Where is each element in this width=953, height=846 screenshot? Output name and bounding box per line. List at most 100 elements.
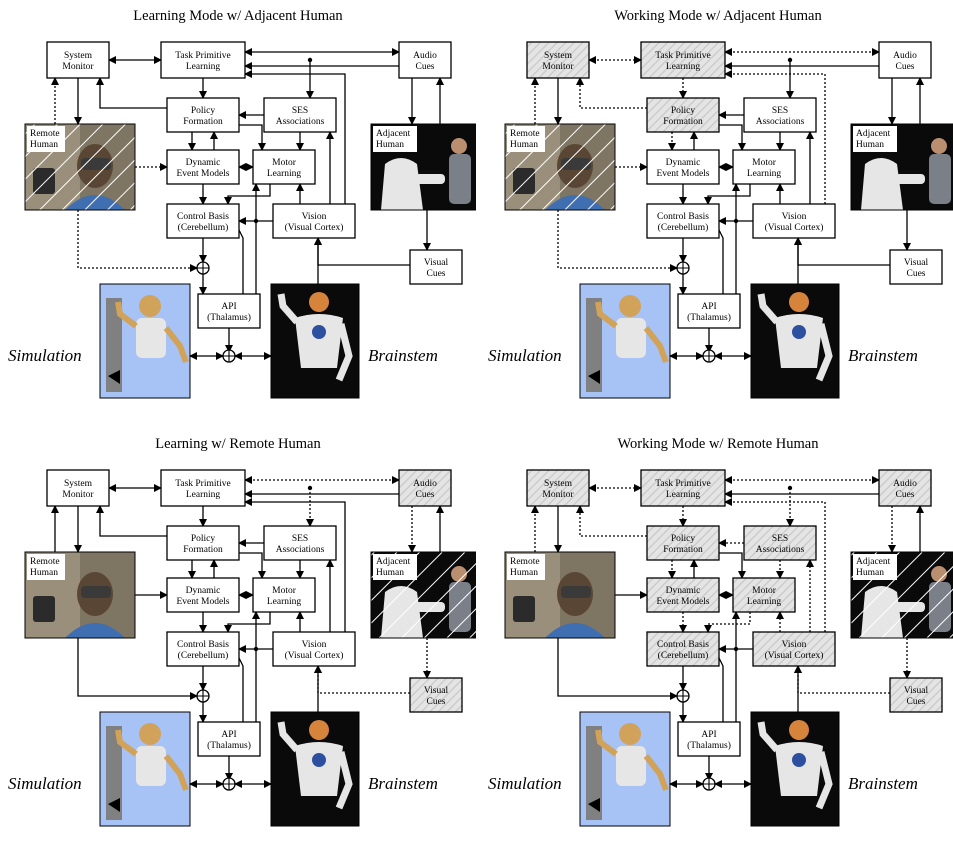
- remote-human-label: Human: [30, 140, 58, 150]
- box-ses: [263, 525, 337, 561]
- brainstem-image: [750, 711, 840, 827]
- brainstem-label: Brainstem: [848, 346, 918, 365]
- box-motor-label: Learning: [747, 169, 782, 179]
- simulation-image: [99, 283, 191, 399]
- box-audio-label: Audio: [893, 51, 917, 61]
- connector-vq-vc: [794, 665, 890, 694]
- brainstem-frame: [270, 283, 360, 399]
- junction-dot: [307, 57, 313, 63]
- adjacent-human-label: Adjacent: [856, 557, 891, 567]
- person-shirt: [65, 623, 125, 638]
- box-api-label: API: [701, 302, 716, 312]
- box-policy-label: Formation: [183, 545, 223, 555]
- adjacent-human-label: Adjacent: [376, 557, 411, 567]
- box-ses: [263, 97, 337, 133]
- connector-api-sm: [718, 657, 724, 722]
- sim-cabinet: [106, 726, 122, 820]
- photo-label-bg: [373, 126, 417, 152]
- robot-torso: [295, 742, 343, 796]
- robot-torso: [295, 314, 343, 368]
- box-api: [677, 293, 741, 329]
- box-control-label: (Cerebellum): [178, 650, 229, 661]
- box-vision-label: Vision: [302, 640, 327, 650]
- robot-arm-left: [595, 301, 618, 329]
- box-taskprim-label: Task Primitive: [175, 51, 231, 61]
- robot-torso: [136, 318, 166, 358]
- box-dynamic-label: Event Models: [176, 597, 229, 607]
- robot-arm-left: [115, 301, 138, 329]
- box-audio-label: Audio: [413, 479, 437, 489]
- box-sysmon: [526, 41, 590, 79]
- box-taskprim-label: Learning: [186, 62, 221, 72]
- box-api-label: API: [701, 730, 716, 740]
- robot-head: [309, 720, 329, 740]
- box-visualcues-label: Visual: [424, 686, 449, 696]
- glove-controller: [513, 596, 535, 622]
- box-api-label: (Thalamus): [207, 740, 251, 751]
- connector-api-sm: [238, 229, 244, 294]
- simulation-image: [579, 283, 671, 399]
- robot-torso: [381, 158, 423, 210]
- brainstem-image: [270, 283, 360, 399]
- sim-frame: [579, 283, 671, 399]
- connector-vq-vc: [314, 665, 410, 694]
- connector-vc-tp: [244, 498, 346, 632]
- box-audio-label: Audio: [893, 479, 917, 489]
- box-visualcues-label: Visual: [904, 258, 929, 268]
- box-taskprim-label: Learning: [186, 490, 221, 500]
- box-vision-label: (Visual Cortex): [765, 650, 824, 661]
- robot-arm-left: [757, 293, 780, 325]
- box-taskprim: [640, 469, 726, 507]
- box-dynamic-label: Dynamic: [186, 158, 221, 168]
- nasa-logo: [792, 753, 806, 767]
- box-taskprim: [160, 41, 246, 79]
- box-ses-label: Associations: [756, 545, 805, 555]
- robot-arm-left: [277, 293, 300, 325]
- sim-triangle: [108, 370, 120, 384]
- connector-rh-sum: [77, 638, 198, 700]
- panel-svg: Working Mode w/ Adjacent HumanRemoteHuma…: [488, 8, 953, 399]
- vr-headset: [561, 586, 591, 598]
- robot-arm-right: [643, 754, 669, 792]
- box-control-label: (Cerebellum): [658, 650, 709, 661]
- simulation-image: [99, 711, 191, 827]
- box-sysmon-label: System: [544, 51, 573, 61]
- box-api-label: API: [221, 302, 236, 312]
- box-ses-label: Associations: [276, 117, 325, 127]
- robot-torso: [616, 746, 646, 786]
- brainstem-frame: [270, 711, 360, 827]
- box-ses-label: SES: [772, 106, 788, 116]
- sim-triangle: [588, 798, 600, 812]
- connector-ml-cb: [224, 184, 271, 205]
- box-control-label: Control Basis: [177, 212, 229, 222]
- brainstem-image: [750, 283, 840, 399]
- robot-head: [619, 723, 641, 745]
- box-dynamic-label: Event Models: [176, 169, 229, 179]
- brainstem-label: Brainstem: [368, 346, 438, 365]
- box-sysmon-label: System: [64, 479, 93, 489]
- sim-triangle: [108, 798, 120, 812]
- box-control: [166, 631, 240, 667]
- box-policy-label: Policy: [671, 534, 696, 544]
- connector-vc-tp: [724, 498, 826, 632]
- robot-arm-left: [115, 729, 138, 757]
- robot-arm: [415, 174, 445, 184]
- box-policy-label: Policy: [671, 106, 696, 116]
- person-shirt: [929, 154, 951, 204]
- box-visualcues-label: Cues: [907, 697, 926, 707]
- box-audio-label: Cues: [416, 62, 435, 72]
- box-api-label: (Thalamus): [687, 740, 731, 751]
- panel-title: Learning w/ Remote Human: [155, 436, 321, 452]
- box-visualcues: [409, 677, 463, 713]
- robot-arm-right: [163, 326, 189, 364]
- connector-ml-cb: [704, 612, 751, 633]
- robot-arm: [895, 174, 925, 184]
- box-visualcues: [889, 677, 943, 713]
- box-api: [197, 293, 261, 329]
- box-audio-label: Cues: [896, 490, 915, 500]
- sim-frame: [579, 711, 671, 827]
- box-vision-label: Vision: [302, 212, 327, 222]
- connector-rh-sum: [557, 210, 678, 272]
